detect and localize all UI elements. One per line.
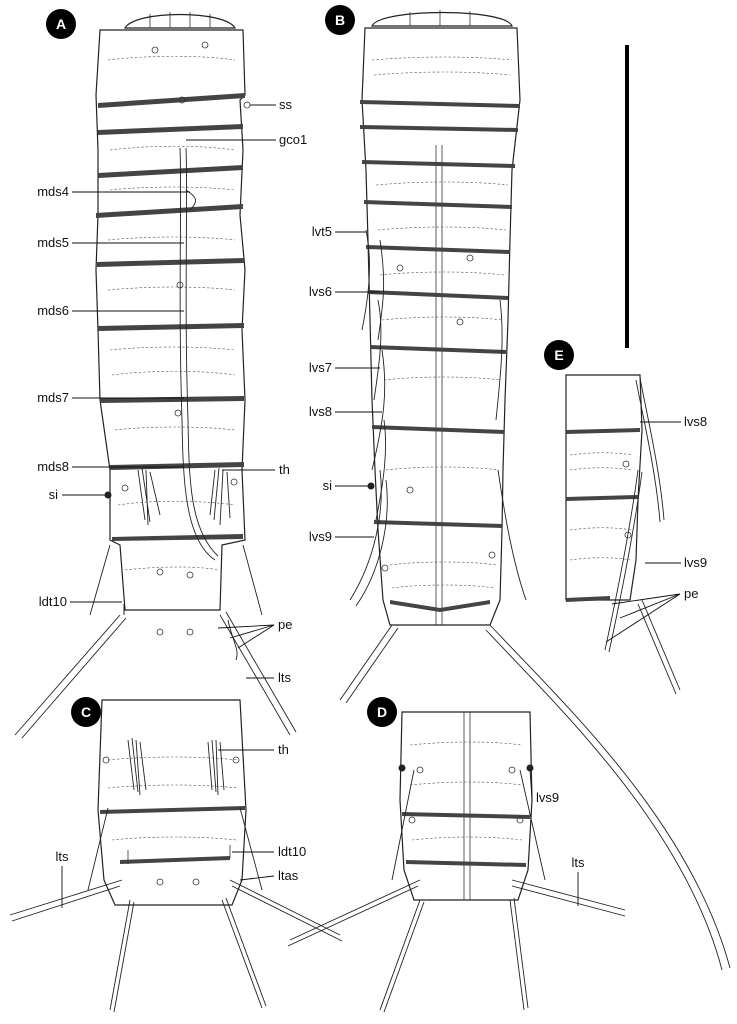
- label-a-ldt10: ldt10: [39, 594, 67, 609]
- panel-b-dotted-lines: [371, 56, 513, 589]
- label-d-lts: lts: [572, 855, 586, 870]
- panel-e-segment-bands: [566, 428, 640, 602]
- panel-badge-b: B: [325, 5, 355, 35]
- panel-a-terminal-setae: [14, 544, 297, 739]
- panel-badge-d: D: [367, 697, 397, 727]
- label-a-si: si: [49, 487, 59, 502]
- panel-a-dotted-lines: [107, 55, 236, 571]
- label-d-lvs9: lvs9: [536, 790, 559, 805]
- panel-d: [287, 711, 626, 1013]
- panel-b-terminal-seta-right: [489, 624, 731, 969]
- svg-text:A: A: [56, 16, 66, 32]
- svg-text:E: E: [554, 347, 563, 363]
- label-b-si: si: [323, 478, 333, 493]
- panel-a: [14, 12, 297, 739]
- panel-e-dotted-lines: [569, 452, 633, 561]
- label-b-lvs6: lvs6: [309, 284, 332, 299]
- panel-b-lateral-setae: [349, 229, 527, 607]
- label-a-lts: lts: [278, 670, 292, 685]
- panel-d-body-outline: [399, 711, 533, 901]
- panel-b-segment-bands: [360, 100, 520, 612]
- panel-badge-a: A: [46, 9, 76, 39]
- panel-b-si-dot: [367, 482, 375, 490]
- label-e-lvs9: lvs9: [684, 555, 707, 570]
- label-c-ldt10: ldt10: [278, 844, 306, 859]
- panel-a-si-dot: [104, 491, 112, 499]
- panel-b-leaders: [335, 231, 382, 538]
- panel-a-tufts: [137, 467, 231, 526]
- panel-d-segment-bands: [402, 812, 530, 867]
- panel-d-lts-right: [511, 879, 626, 911]
- panel-e-leaders: [605, 421, 681, 643]
- label-b-lvt5: lvt5: [312, 224, 332, 239]
- label-a-gco1: gco1: [279, 132, 307, 147]
- panel-c-leaders: [61, 749, 275, 908]
- label-a-ss: ss: [279, 97, 293, 112]
- label-c-ltas: ltas: [278, 868, 299, 883]
- label-a-mds4: mds4: [37, 184, 69, 199]
- label-b-lvs8: lvs8: [309, 404, 332, 419]
- panel-c-lts-left: [9, 879, 123, 916]
- label-b-lvs7: lvs7: [309, 360, 332, 375]
- panel-c-segment-bands: [100, 806, 245, 864]
- label-a-mds6: mds6: [37, 303, 69, 318]
- panel-b-sensilla: [381, 254, 496, 572]
- svg-text:C: C: [81, 704, 91, 720]
- panel-b-head-cap: [371, 11, 513, 27]
- panel-a-median-seta: [179, 147, 216, 561]
- panel-a-sensilla: [121, 41, 251, 636]
- label-c-th: th: [278, 742, 289, 757]
- panel-badge-e: E: [544, 340, 574, 370]
- panel-d-dotted-lines: [409, 741, 523, 841]
- panel-c: [9, 699, 343, 1013]
- panel-a-segment-bands: [96, 93, 245, 541]
- panel-c-tufts: [127, 737, 225, 796]
- panel-c-lts-right: [229, 879, 341, 936]
- label-a-pe: pe: [278, 617, 292, 632]
- panel-b: [339, 10, 731, 971]
- label-a-mds8: mds8: [37, 459, 69, 474]
- label-b-lvs9: lvs9: [309, 529, 332, 544]
- label-a-th: th: [279, 462, 290, 477]
- panel-a-head-cap: [123, 13, 237, 29]
- panel-b-body-outline: [361, 27, 521, 626]
- label-a-mds7: mds7: [37, 390, 69, 405]
- svg-text:D: D: [377, 704, 387, 720]
- panel-b-terminal-seta-left: [339, 624, 393, 701]
- svg-text:B: B: [335, 12, 345, 28]
- label-a-mds5: mds5: [37, 235, 69, 250]
- panel-e: [565, 374, 681, 695]
- label-e-lvs8: lvs8: [684, 414, 707, 429]
- label-e-pe: pe: [684, 586, 698, 601]
- panel-badge-c: C: [71, 697, 101, 727]
- panel-c-body-outline: [97, 699, 247, 906]
- panel-e-body-outline: [565, 374, 643, 601]
- panel-a-leaders: [62, 104, 276, 679]
- panel-d-lts-left: [289, 879, 421, 941]
- panel-d-leaders: [529, 769, 579, 906]
- panel-a-body-outline: [95, 29, 246, 611]
- panel-c-dotted-lines: [107, 756, 239, 841]
- label-c-lts: lts: [56, 849, 70, 864]
